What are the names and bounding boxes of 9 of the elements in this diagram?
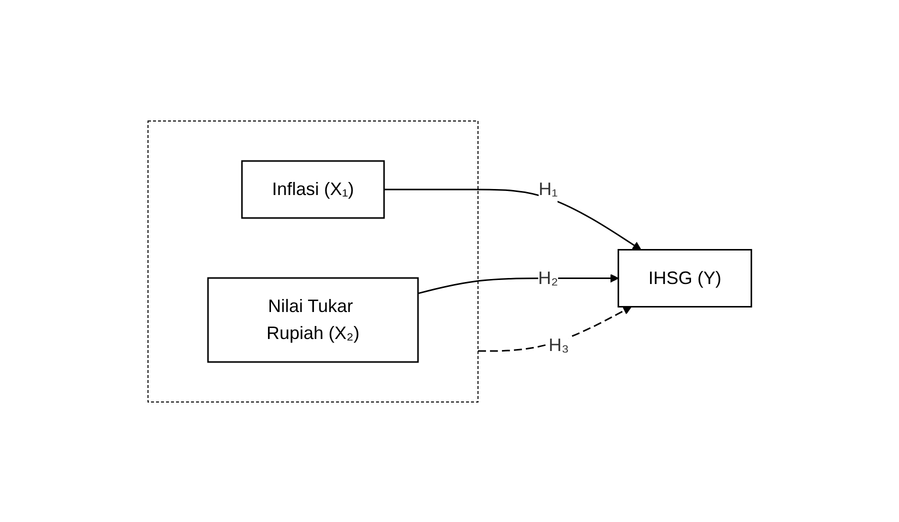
node-box: IHSG (Y) (617, 248, 752, 307)
edge-label: H₃ (548, 334, 569, 354)
arrow (418, 273, 619, 294)
arrow (384, 188, 642, 250)
edge-label: H₂ (538, 267, 558, 288)
edge-label: H₁ (538, 178, 558, 198)
node-box: Nilai Tukar Rupiah (X₂) (207, 276, 419, 362)
node-box: Inflasi (X₁) (241, 160, 385, 218)
cluster (147, 120, 478, 402)
